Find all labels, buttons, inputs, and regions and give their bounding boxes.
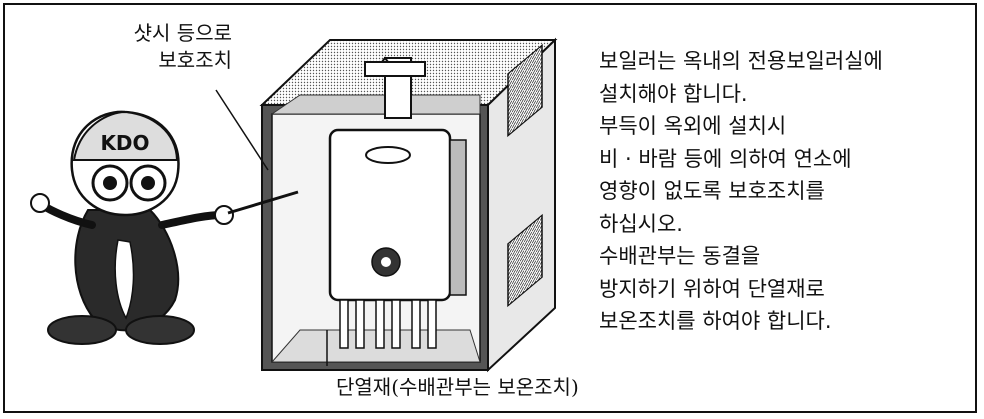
sash-protection-label: 샷시 등으로 보호조치 [92, 20, 232, 74]
flue-pipe [364, 56, 426, 119]
note-line: 보일러는 옥내의 전용보일러실에 [599, 49, 883, 73]
note-line: 보온조치를 하여야 합니다. [599, 309, 832, 333]
note-line: 설치해야 합니다. [599, 81, 748, 106]
boiler-pipes [339, 299, 437, 349]
note-line: 비 · 바람 등에 의하여 연소에 [599, 146, 852, 171]
note-line: 방지하기 위하여 단열재로 [599, 276, 825, 301]
note-line: 영향이 없도록 보호조치를 [599, 179, 825, 203]
sash-label-line-1: 샷시 등으로 [133, 21, 232, 45]
sash-label-line-2: 보호조치 [158, 48, 232, 72]
pointer-stick [227, 190, 299, 215]
side-vent-top [507, 43, 543, 138]
sash-leader-line [215, 89, 269, 171]
note-line: 하십시오. [599, 211, 683, 236]
installation-notes: 보일러는 옥내의 전용보일러실에 설치해야 합니다. 부득이 옥외에 설치시 비… [599, 45, 969, 338]
insulation-label: 단열재(수배관부는 보온조치) [336, 375, 579, 399]
note-line: 수배관부는 동결을 [599, 244, 761, 268]
side-vent-bottom [507, 213, 543, 308]
boiler-unit [328, 128, 467, 349]
mascot-character [30, 110, 299, 345]
note-line: 부득이 옥외에 설치시 [599, 114, 787, 138]
